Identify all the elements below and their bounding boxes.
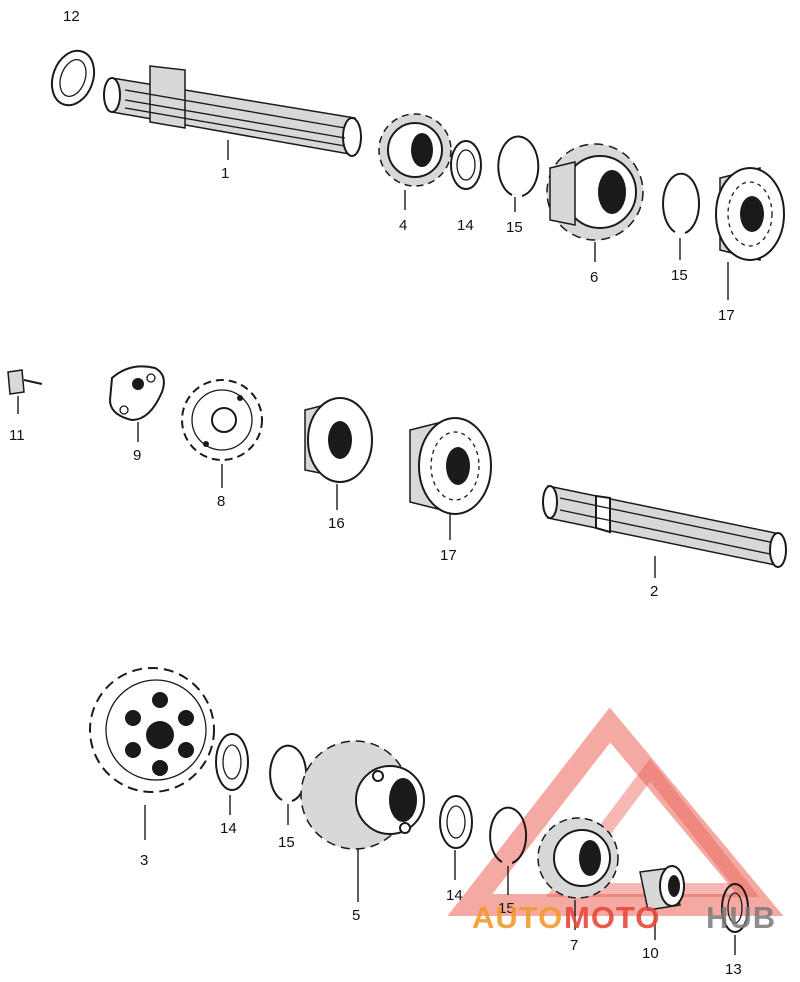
callout-4: 4 bbox=[399, 217, 407, 234]
callout-11: 11 bbox=[9, 427, 25, 444]
callout-15-top: 15 bbox=[506, 219, 523, 236]
part-17-bearing-top bbox=[715, 167, 785, 300]
part-3-large-gear bbox=[89, 667, 215, 840]
callout-8: 8 bbox=[217, 493, 225, 510]
callout-17-top: 17 bbox=[718, 307, 735, 324]
part-8-sprocket bbox=[181, 379, 263, 488]
part-15-circlip-bottom-left bbox=[269, 744, 308, 825]
callout-2: 2 bbox=[650, 583, 658, 600]
part-13-washer bbox=[721, 883, 749, 955]
part-17-bearing-middle bbox=[409, 417, 492, 540]
part-11-bolt bbox=[7, 369, 43, 414]
watermark-part2: MOTO bbox=[564, 900, 660, 935]
callout-labels: 12 1 4 14 15 6 15 17 11 9 8 16 17 2 3 14… bbox=[9, 8, 742, 978]
callout-1: 1 bbox=[221, 165, 229, 182]
callout-14-bottom-mid: 14 bbox=[446, 887, 463, 904]
part-14-washer-bottom-left bbox=[215, 733, 249, 815]
part-14-washer-top bbox=[450, 140, 482, 190]
callout-15-right: 15 bbox=[671, 267, 688, 284]
part-12-washer bbox=[50, 49, 96, 107]
callout-6: 6 bbox=[590, 269, 598, 286]
callout-13: 13 bbox=[725, 961, 742, 978]
callout-5: 5 bbox=[352, 907, 360, 924]
part-4-gear bbox=[378, 113, 452, 210]
callout-7: 7 bbox=[570, 937, 578, 954]
part-14-washer-bottom-mid bbox=[439, 795, 473, 880]
callout-15-bottom-mid: 15 bbox=[498, 900, 515, 917]
watermark-part1: AUTO bbox=[472, 900, 563, 935]
callout-10: 10 bbox=[642, 945, 659, 962]
part-7-gear bbox=[537, 817, 619, 930]
part-2-countershaft bbox=[542, 485, 787, 578]
callout-9: 9 bbox=[133, 447, 141, 464]
part-6-gear bbox=[546, 143, 644, 262]
callout-3: 3 bbox=[140, 852, 148, 869]
callout-16: 16 bbox=[328, 515, 345, 532]
part-1-mainshaft bbox=[103, 65, 362, 160]
part-16-oil-seal bbox=[304, 397, 373, 510]
callout-14-bottom-left: 14 bbox=[220, 820, 237, 837]
part-5-gear bbox=[300, 740, 425, 902]
callout-15-bottom-left: 15 bbox=[278, 834, 295, 851]
part-15-circlip-bottom-mid bbox=[489, 806, 528, 895]
part-15-circlip-right bbox=[662, 172, 701, 260]
callout-12: 12 bbox=[63, 8, 80, 25]
callout-14-top: 14 bbox=[457, 217, 474, 234]
watermark-part3: HUB bbox=[706, 900, 776, 935]
part-10-bushing bbox=[639, 865, 685, 940]
part-15-circlip-top bbox=[497, 135, 540, 212]
watermark-logo bbox=[447, 707, 784, 916]
part-9-retainer-plate bbox=[108, 365, 165, 442]
callout-17-middle: 17 bbox=[440, 547, 457, 564]
watermark-text: AUTO MOTO HUB bbox=[472, 900, 776, 935]
